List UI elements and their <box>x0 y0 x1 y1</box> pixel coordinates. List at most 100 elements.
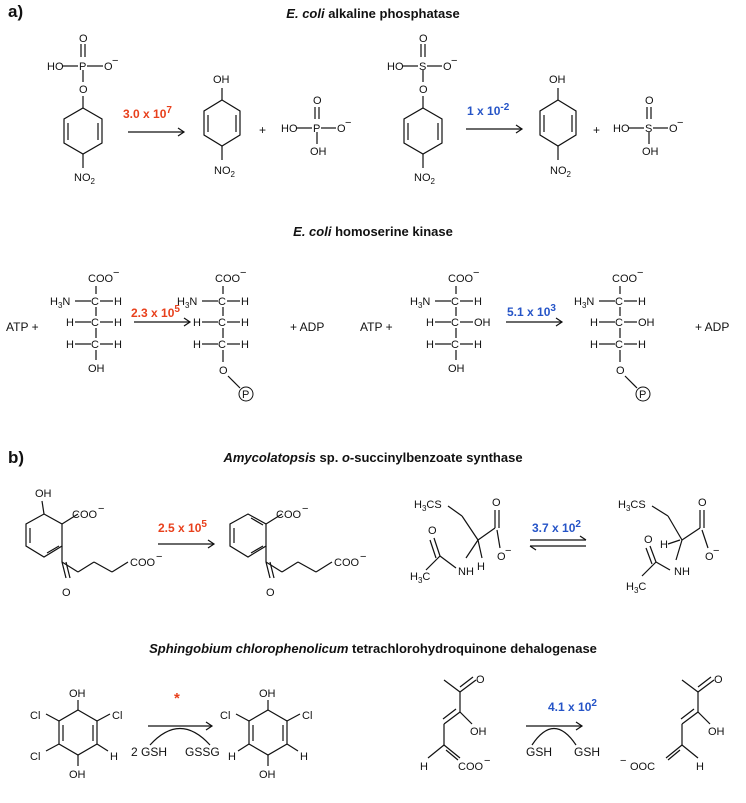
svg-text:H: H <box>590 317 598 329</box>
svg-text:HO: HO <box>47 61 64 73</box>
svg-text:H3N: H3N <box>50 296 70 310</box>
svg-text:O: O <box>79 84 88 96</box>
svg-text:−: − <box>473 267 479 279</box>
svg-text:OH: OH <box>35 488 52 500</box>
svg-text:H3N: H3N <box>574 296 594 310</box>
svg-text:OH: OH <box>69 688 86 700</box>
svg-text:C: C <box>91 339 99 351</box>
n-acetylmethionine-l: H3CS O O − H NH O H3C <box>410 497 511 585</box>
svg-text:−: − <box>713 545 719 557</box>
svg-text:O: O <box>219 365 228 377</box>
rate-label-b3: * <box>174 690 180 707</box>
sulfate-product: HO S O − O OH <box>613 95 683 158</box>
svg-text:O: O <box>644 534 653 546</box>
svg-text:H: H <box>114 296 122 308</box>
plus-sign-2: + <box>593 123 601 137</box>
svg-text:NH: NH <box>674 566 690 578</box>
threonine: COO − H3N C H H C OH H C H OH <box>410 267 491 375</box>
svg-text:−: − <box>451 55 457 67</box>
svg-text:H: H <box>638 339 646 351</box>
svg-text:C: C <box>218 339 226 351</box>
svg-text:C: C <box>91 317 99 329</box>
svg-text:C: C <box>218 296 226 308</box>
plus-sign-1: + <box>259 123 267 137</box>
svg-text:HO: HO <box>281 123 298 135</box>
svg-text:C: C <box>615 339 623 351</box>
svg-text:−: − <box>360 551 366 563</box>
svg-text:O: O <box>62 587 71 599</box>
svg-text:OH: OH <box>448 363 465 375</box>
svg-text:C: C <box>615 296 623 308</box>
panel-label-b: b) <box>8 448 25 467</box>
p-nitrophenyl-sulfate: HO S O − O O NO2 <box>387 33 457 186</box>
p-nitrophenyl-phosphate: HO P O − O O NO2 <box>47 33 118 186</box>
svg-text:O: O <box>79 33 88 45</box>
svg-text:P: P <box>313 123 320 135</box>
title-alkaline-phosphatase: E. coli alkaline phosphatase <box>286 6 460 21</box>
svg-text:COO: COO <box>612 273 638 285</box>
svg-text:O: O <box>266 587 275 599</box>
svg-text:OH: OH <box>213 74 230 86</box>
dichlorohydroquinone: OH Cl Cl H H OH <box>220 688 312 781</box>
svg-text:OH: OH <box>708 726 725 738</box>
svg-text:COO: COO <box>458 761 484 773</box>
svg-text:−: − <box>620 755 626 767</box>
svg-text:COO: COO <box>334 557 360 569</box>
svg-text:O: O <box>714 674 723 686</box>
svg-text:OH: OH <box>642 146 659 158</box>
svg-text:H3C: H3C <box>626 581 646 595</box>
svg-text:OH: OH <box>88 363 105 375</box>
svg-text:H: H <box>193 317 201 329</box>
svg-text:C: C <box>91 296 99 308</box>
svg-text:−: − <box>677 117 683 129</box>
homoserine-phosphate: COO − H3N C H H C H H C H O P <box>177 267 254 402</box>
svg-text:−: − <box>345 117 351 129</box>
svg-text:OH: OH <box>69 769 86 781</box>
svg-text:−: − <box>240 267 246 279</box>
svg-text:H: H <box>241 296 249 308</box>
svg-text:H3N: H3N <box>410 296 430 310</box>
svg-text:O: O <box>698 497 707 509</box>
title-homoserine-kinase: E. coli homoserine kinase <box>293 224 453 239</box>
svg-text:O: O <box>492 497 501 509</box>
svg-text:C: C <box>451 339 459 351</box>
svg-text:O: O <box>104 61 113 73</box>
svg-text:S: S <box>645 123 652 135</box>
svg-text:Cl: Cl <box>220 710 230 722</box>
gssg-label: GSSG <box>185 745 220 759</box>
svg-text:H: H <box>66 339 74 351</box>
n-acetylmethionine-d: H3CS O O − H NH O H3C <box>618 497 719 595</box>
trichlorohydroquinone: OH Cl Cl Cl H OH <box>30 688 122 781</box>
gsh2-label: 2 GSH <box>131 745 168 759</box>
gsh-label-left: GSH <box>526 745 553 759</box>
gsh-label-right: GSH <box>574 745 601 759</box>
svg-text:COO: COO <box>448 273 474 285</box>
rate-label-b4: 4.1 x 102 <box>548 698 597 714</box>
homoserine: COO − H3N C H H C H H C H OH <box>50 267 122 375</box>
svg-text:NO2: NO2 <box>74 172 96 186</box>
osb-product: COO − O COO − <box>229 503 366 599</box>
rate-label-a1: 3.0 x 107 <box>123 105 172 121</box>
rate-label-b1: 2.5 x 105 <box>158 519 207 535</box>
svg-text:H: H <box>660 539 668 551</box>
svg-text:O: O <box>443 61 452 73</box>
svg-text:H: H <box>420 761 428 773</box>
svg-text:H: H <box>110 751 118 763</box>
svg-text:H: H <box>114 339 122 351</box>
svg-text:P: P <box>242 389 249 401</box>
svg-text:OH: OH <box>259 769 276 781</box>
svg-text:H: H <box>426 317 434 329</box>
svg-text:H: H <box>114 317 122 329</box>
svg-text:Cl: Cl <box>302 710 312 722</box>
svg-text:O: O <box>616 365 625 377</box>
svg-text:−: − <box>637 267 643 279</box>
svg-text:H: H <box>300 751 308 763</box>
svg-text:H: H <box>241 339 249 351</box>
svg-text:H: H <box>241 317 249 329</box>
svg-text:O: O <box>428 525 437 537</box>
svg-text:COO: COO <box>215 273 241 285</box>
svg-text:OH: OH <box>638 317 655 329</box>
svg-text:H3CS: H3CS <box>414 499 442 513</box>
svg-text:O: O <box>645 95 654 107</box>
atp-label-2: ATP + <box>360 320 393 334</box>
